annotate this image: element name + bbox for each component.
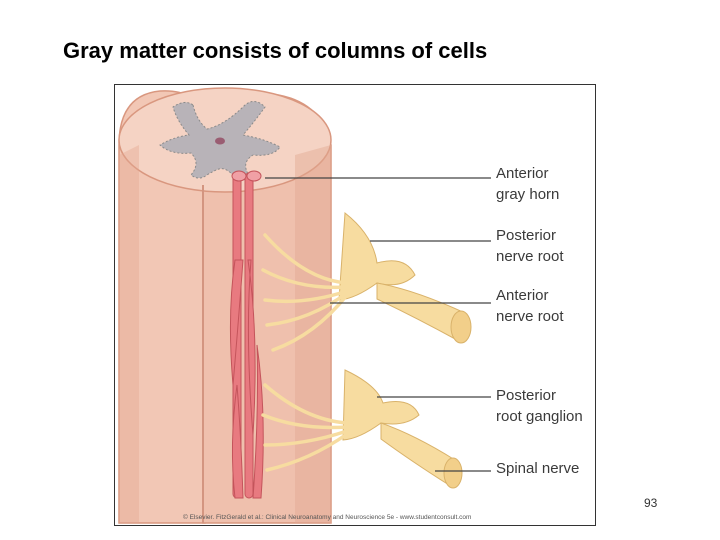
spinal-cord-figure: Anterior gray horn Posterior nerve root … bbox=[114, 84, 596, 526]
label-anterior-nerve-root-line2: nerve root bbox=[496, 308, 564, 325]
spinal-cord-illustration bbox=[118, 87, 491, 524]
label-posterior-nerve-root-line2: nerve root bbox=[496, 248, 564, 265]
label-posterior-nerve-root-line1: Posterior bbox=[496, 227, 557, 244]
lower-nerve-roots bbox=[342, 369, 463, 489]
label-anterior-gray-horn: Anterior gray horn bbox=[496, 163, 559, 205]
upper-nerve-roots bbox=[338, 212, 472, 344]
cell-columns bbox=[229, 170, 264, 499]
central-canal bbox=[215, 137, 225, 145]
lower-rootlets bbox=[261, 383, 349, 472]
label-posterior-root-ganglion: Posterior root ganglion bbox=[496, 385, 583, 427]
label-spinal-nerve: Spinal nerve bbox=[496, 458, 579, 479]
label-posterior-nerve-root: Posterior nerve root bbox=[496, 225, 564, 267]
upper-rootlets bbox=[261, 233, 349, 352]
cord-shadow-band bbox=[295, 145, 331, 523]
cord-shadow-left bbox=[119, 145, 139, 523]
label-anterior-nerve-root-line1: Anterior bbox=[496, 287, 549, 304]
label-anterior-nerve-root: Anterior nerve root bbox=[496, 285, 564, 327]
label-anterior-gray-horn-line1: Anterior bbox=[496, 165, 549, 182]
leader-lines bbox=[265, 177, 491, 472]
slide-title: Gray matter consists of columns of cells bbox=[63, 38, 488, 63]
figure-caption: © Elsevier. FitzGerald et al.: Clinical … bbox=[183, 514, 472, 521]
label-posterior-root-ganglion-line1: Posterior bbox=[496, 387, 557, 404]
label-anterior-gray-horn-line2: gray horn bbox=[496, 186, 560, 203]
page-number: 93 bbox=[644, 496, 658, 510]
label-posterior-root-ganglion-line2: root ganglion bbox=[496, 408, 583, 425]
label-spinal-nerve-line1: Spinal nerve bbox=[496, 460, 580, 477]
